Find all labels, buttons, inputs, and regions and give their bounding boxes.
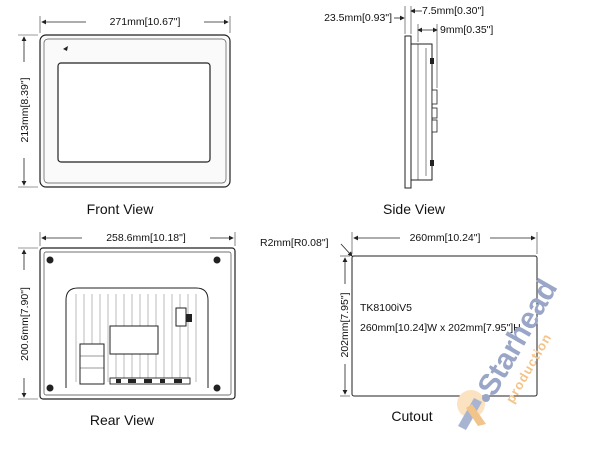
front-screen — [57, 62, 211, 163]
cutout-caption: Cutout — [391, 408, 432, 424]
front-bezel-inner — [43, 38, 227, 184]
cutout-view: 260mm[10.24"] 202mm[7.95"] R2mm[R0.08"] … — [260, 230, 538, 424]
side-body — [410, 43, 433, 181]
rear-height-label: 200.6mm[7.90"] — [19, 287, 31, 361]
rear-power-port — [175, 307, 187, 327]
rear-view-caption: Rear View — [90, 412, 155, 428]
side-clip-top — [430, 58, 434, 64]
cutout-outline — [351, 255, 538, 397]
rear-frame-inner — [43, 251, 232, 396]
rear-screw-tl — [46, 256, 54, 264]
side-depth-label: 23.5mm[0.93"] — [324, 12, 392, 24]
rear-width-label: 258.6mm[10.18"] — [106, 232, 186, 244]
front-view: 271mm[10.67"] 213mm[8.39"] Front View — [18, 14, 231, 217]
side-clip-bottom — [430, 160, 434, 166]
rear-screw-tr — [213, 256, 221, 264]
front-height-label: 213mm[8.39"] — [19, 77, 31, 142]
side-bezel — [404, 35, 412, 189]
rear-screw-bl — [46, 384, 54, 392]
side-connector-top — [431, 89, 438, 105]
side-bezel-label: 7.5mm[0.30"] — [422, 5, 484, 17]
cutout-radius-label: R2mm[R0.08"] — [260, 237, 329, 249]
side-view: 7.5mm[0.30"] 23.5mm[0.93"] 9mm[0.35"] Si… — [324, 5, 493, 217]
rear-connector-block — [79, 343, 105, 385]
side-connector-mid — [431, 107, 438, 119]
cutout-height-label: 202mm[7.95"] — [339, 292, 351, 357]
watermark-emblem — [457, 390, 490, 430]
front-logo-mark — [63, 46, 68, 51]
side-connector-bottom — [431, 119, 438, 133]
rear-view: 258.6mm[10.18"] 200.6mm[7.90"] Rear View — [17, 230, 236, 428]
rear-screw-br — [213, 384, 221, 392]
rear-label-plate — [109, 325, 159, 355]
front-width-label: 271mm[10.67"] — [110, 16, 181, 28]
side-body-label: 9mm[0.35"] — [440, 24, 493, 36]
side-view-caption: Side View — [383, 201, 446, 217]
cutout-size-label: 260mm[10.24]W x 202mm[7.95"]H — [360, 322, 521, 334]
front-view-caption: Front View — [87, 201, 155, 217]
cutout-model-label: TK8100iV5 — [360, 302, 412, 314]
cutout-width-label: 260mm[10.24"] — [410, 232, 481, 244]
